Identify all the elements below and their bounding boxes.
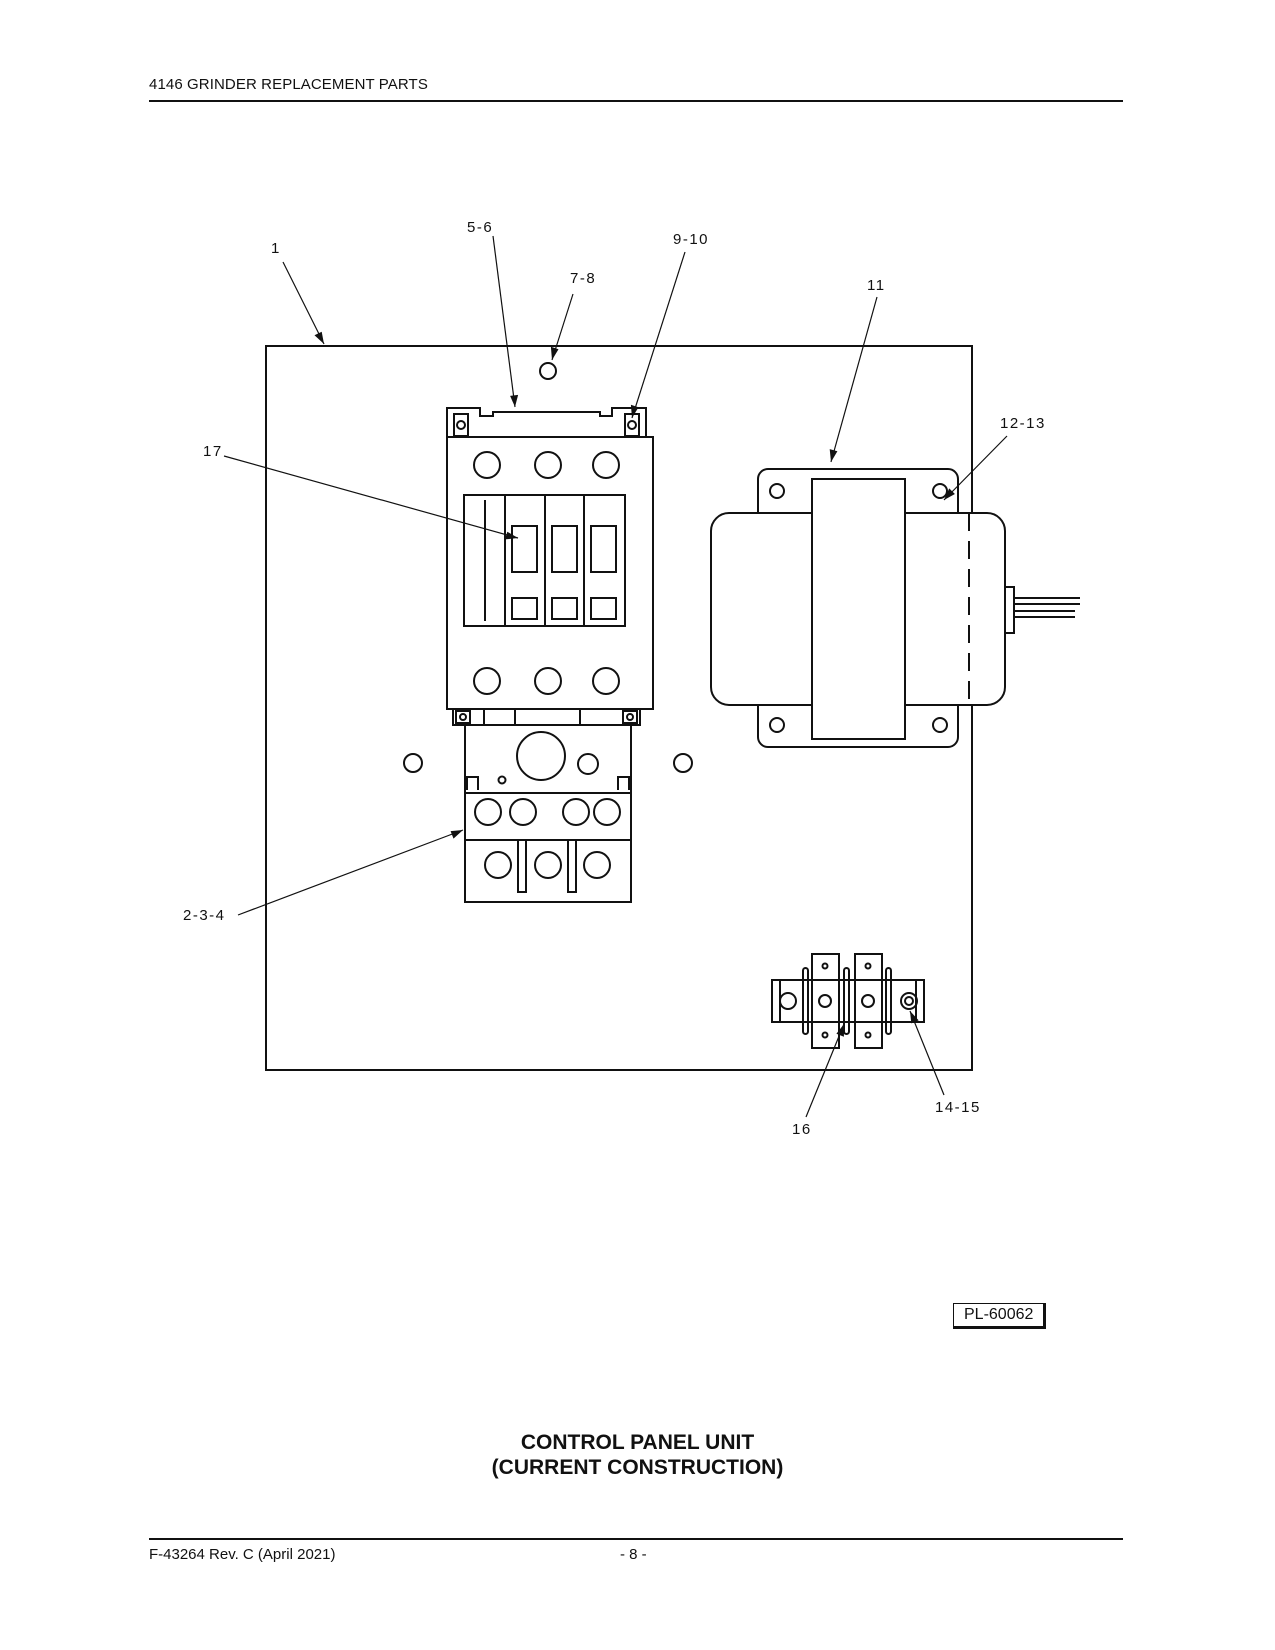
transformer: [710, 468, 1080, 748]
callout-17: 17: [203, 443, 223, 460]
plate-hole-right: [673, 753, 693, 773]
caption-subtitle: (CURRENT CONSTRUCTION): [491, 1456, 784, 1479]
page-header: 4146 GRINDER REPLACEMENT PARTS: [149, 76, 1123, 102]
page-footer: F-43264 Rev. C (April 2021) - 8 -: [149, 1538, 1123, 1564]
callout-16: 16: [792, 1121, 812, 1138]
callout-9-10: 9-10: [673, 231, 709, 248]
callout-14-15: 14-15: [935, 1099, 981, 1116]
footer-document-number: F-43264 Rev. C (April 2021): [149, 1546, 336, 1563]
callout-12-13: 12-13: [1000, 415, 1046, 432]
callout-5-6: 5-6: [467, 219, 493, 236]
callout-7-8: 7-8: [570, 270, 596, 287]
mounting-plate: [265, 345, 973, 1071]
overload-relay: [464, 724, 632, 903]
caption-title: CONTROL PANEL UNIT: [520, 1431, 755, 1454]
leader-arrowheads: [314, 331, 955, 1037]
plate-id-label: PL-60062: [953, 1303, 1047, 1329]
terminal-block: [771, 953, 925, 1049]
leader-lines: [223, 235, 1008, 1118]
contactor: [446, 407, 654, 726]
callout-2-3-4: 2-3-4: [183, 907, 226, 924]
header-title: 4146 GRINDER REPLACEMENT PARTS: [149, 76, 428, 93]
callout-1: 1: [271, 240, 281, 257]
callout-labels: 1 5-6 9-10 7-8 11 12-13 17 2-3-4 16 14-1…: [183, 219, 1046, 1138]
plate-hole-top: [539, 362, 557, 380]
footer-page-number: - 8 -: [620, 1546, 647, 1563]
plate-hole-left: [403, 753, 423, 773]
callout-11: 11: [867, 277, 886, 294]
